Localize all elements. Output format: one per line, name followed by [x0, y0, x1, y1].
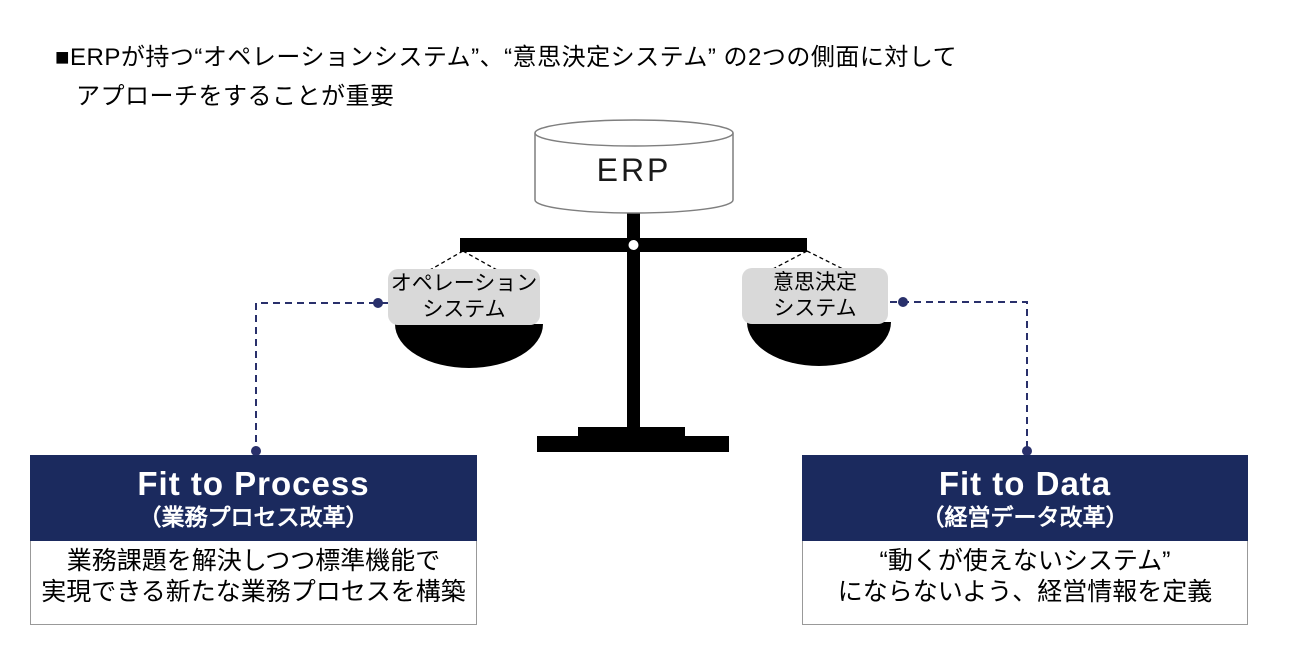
- erp-cylinder-top: [534, 119, 734, 147]
- erp-cylinder-icon: [534, 119, 734, 214]
- heading-line1: ■ERPが持つ“オペレーションシステム”、“意思決定システム” の2つの側面に対…: [55, 44, 958, 71]
- fit-to-process-header: Fit to Process （業務プロセス改革）: [30, 455, 477, 541]
- page-title: ■ERPが持つ“オペレーションシステム”、“意思決定システム” の2つの側面に対…: [55, 38, 957, 116]
- erp-cylinder-body: [534, 133, 734, 214]
- right-pan-strings: [772, 250, 844, 270]
- fit-to-process-subtitle: （業務プロセス改革）: [138, 504, 369, 530]
- balance-pole: [627, 205, 640, 437]
- connector-dot: [251, 446, 261, 456]
- connector-dot: [1022, 446, 1032, 456]
- fit-to-data-description: “動くが使えないシステム” にならないよう、経営情報を定義: [837, 547, 1213, 606]
- erp-database-label: ERP: [596, 152, 672, 188]
- fit-to-process-description: 業務課題を解決しつつ標準機能で 実現できる新たな業務プロセスを構築: [41, 547, 466, 606]
- fit-to-process-title: Fit to Process: [137, 465, 370, 502]
- left-pan-bowl: [395, 324, 543, 368]
- fit-to-data-header: Fit to Data （経営データ改革）: [802, 455, 1248, 541]
- left-pan-label: オペレーション システム: [388, 269, 540, 325]
- right-pan-label: 意思決定 システム: [742, 268, 888, 324]
- connector-dot: [373, 298, 383, 308]
- fit-to-process-box: Fit to Process （業務プロセス改革） 業務課題を解決しつつ標準機能…: [30, 455, 477, 625]
- connector-dot: [898, 297, 908, 307]
- left-pan-strings: [429, 250, 498, 271]
- balance-base: [537, 427, 729, 452]
- fit-to-data-title: Fit to Data: [938, 465, 1112, 502]
- right-connector: [890, 297, 1032, 456]
- heading-line2: アプローチをすることが重要: [76, 83, 395, 110]
- balance-pivot: [628, 240, 639, 250]
- fit-to-data-subtitle: （経営データ改革）: [921, 504, 1129, 530]
- right-pan-bowl: [747, 322, 891, 366]
- fit-to-data-box: Fit to Data （経営データ改革） “動くが使えないシステム” にならな…: [802, 455, 1248, 625]
- left-connector: [251, 298, 388, 456]
